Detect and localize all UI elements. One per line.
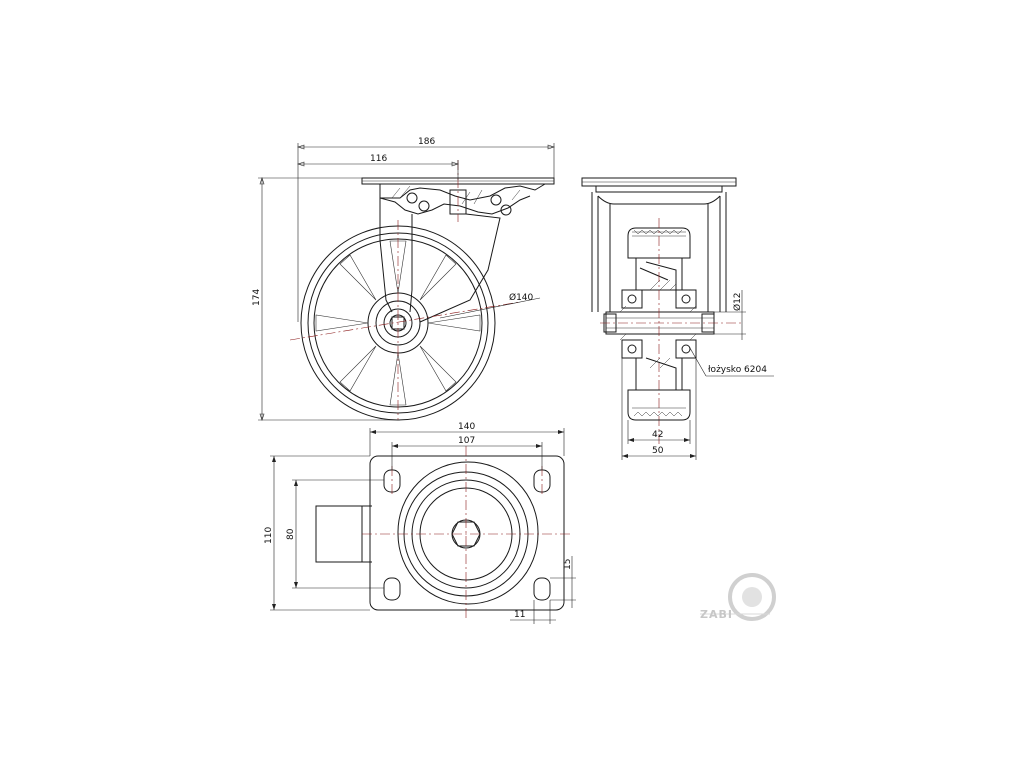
wheel-width-label: 50 <box>652 446 664 456</box>
bolt-spacing-length-label: 107 <box>458 436 475 446</box>
top-view: 140 107 110 80 15 11 <box>264 422 576 624</box>
logo-text: ZABI <box>700 608 733 621</box>
plate-length-label: 140 <box>458 422 475 432</box>
zabi-logo: ZABI <box>700 573 776 621</box>
slot-length-label: 15 <box>563 559 573 570</box>
bolt-spacing-width-label: 80 <box>286 528 296 540</box>
bearing-label: łożysko 6204 <box>708 365 767 375</box>
side-view: Ø140 186 116 174 <box>252 137 555 421</box>
axle-diameter-label: Ø12 <box>732 292 743 311</box>
height-label: 174 <box>252 289 262 306</box>
kingpin-offset-label: 116 <box>370 154 387 164</box>
plate-width-label: 110 <box>264 527 274 544</box>
slot-width-label: 11 <box>514 610 525 620</box>
front-view: Ø12 łożysko 6204 42 50 <box>581 177 774 460</box>
tread-width-label: 42 <box>652 430 663 440</box>
wheel-diameter-label: Ø140 <box>509 292 534 303</box>
overall-width-label: 186 <box>418 137 435 147</box>
